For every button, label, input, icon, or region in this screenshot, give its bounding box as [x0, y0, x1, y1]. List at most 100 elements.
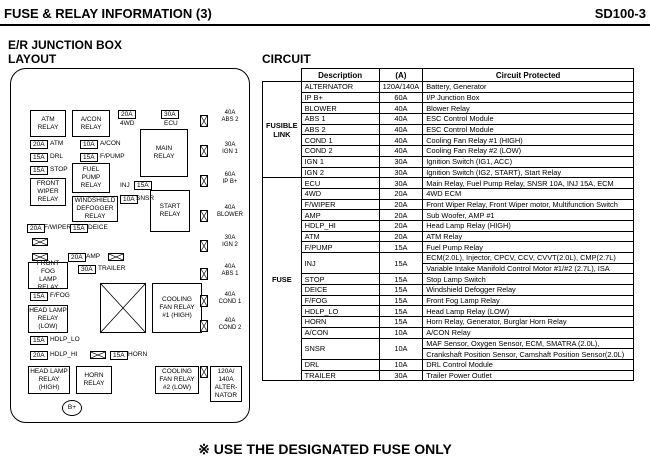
row-description: F/FOG: [300, 294, 380, 307]
row-description: F/PUMP: [300, 241, 380, 253]
row-circuit: ESC Control Module: [422, 113, 634, 125]
row-circuit: A/CON Relay: [422, 326, 634, 339]
header-description: Description: [300, 68, 380, 82]
spare-link-6: [200, 268, 208, 280]
unused-relay-slot: [100, 283, 146, 333]
fuse-snsr: 10A: [120, 195, 138, 204]
row-circuit: Front Wiper Relay, Front Wiper motor, Mu…: [422, 198, 634, 211]
row-amps: 10A: [378, 326, 424, 339]
row-circuit: Head Lamp Relay (HIGH): [422, 219, 634, 232]
row-description: COND 2: [300, 145, 380, 157]
link-ipb: 60A IP B+: [222, 172, 238, 185]
battery-terminal: B+: [62, 400, 82, 416]
windshield-defogger-relay: WINDSHIELD DEFOGGER RELAY: [72, 196, 118, 222]
spare-link-5: [200, 240, 208, 252]
row-amps: 15A: [378, 316, 424, 328]
row-amps: 15A: [378, 241, 424, 253]
label-stop: STOP: [50, 166, 68, 173]
row-description: ABS 1: [300, 113, 380, 125]
fuse-inj: 15A: [134, 181, 152, 190]
row-description: STOP: [300, 273, 380, 286]
page-title: FUSE & RELAY INFORMATION (3): [4, 6, 212, 21]
spare-link-8: [200, 320, 208, 332]
head-lamp-relay-high: HEAD LAMP RELAY (HIGH): [28, 366, 70, 394]
fuse-trailer: 30A: [78, 265, 96, 274]
row-amps: 30A: [378, 177, 424, 189]
row-amps: 40A: [378, 134, 424, 147]
row-amps: 15A: [378, 251, 424, 275]
fuse-deice: 15A: [70, 224, 88, 233]
label-fwiper: F/WIPER: [44, 224, 72, 231]
layout-title: LAYOUT: [8, 52, 57, 66]
table-header-row: Description (A) Circuit Protected: [262, 68, 634, 82]
row-amps: 30A: [378, 166, 424, 179]
label-ffog: F/FOG: [50, 292, 70, 299]
link-ign2: 30A IGN 2: [222, 235, 238, 248]
row-circuit: Cooling Fan Relay #1 (HIGH): [422, 134, 634, 147]
row-description: HDLP_HI: [300, 219, 380, 232]
label-atm: ATM: [50, 140, 64, 147]
row-circuit: Main Relay, Fuel Pump Relay, SNSR 10A, I…: [422, 177, 634, 189]
fuse-stop: 15A: [30, 166, 48, 175]
table-row: Crankshaft Position Sensor, Camshaft Pos…: [263, 348, 634, 360]
row-amps: 15A: [378, 273, 424, 286]
row-amps: 15A: [378, 284, 424, 296]
header-circuit: Circuit Protected: [422, 68, 634, 82]
row-circuit-cont: Variable Intake Manifold Control Motor #…: [422, 262, 634, 275]
table-row: Variable Intake Manifold Control Motor #…: [263, 262, 634, 275]
row-circuit: ESC Control Module: [422, 123, 634, 136]
spare-link-7: [200, 295, 208, 307]
label-inj: INJ: [120, 182, 130, 189]
row-amps: 120A/140A: [378, 81, 424, 93]
fuse-hdlphi: 20A: [30, 351, 48, 360]
section-fusible-link: FUSIBLE LINK: [262, 80, 302, 179]
row-circuit: Battery, Generator: [422, 81, 634, 93]
row-description: 4WD: [300, 187, 380, 200]
atm-relay: ATM RELAY: [30, 110, 66, 137]
label-amp: AMP: [86, 253, 101, 260]
horn-relay: HORN RELAY: [76, 366, 112, 394]
row-circuit: Stop Lamp Switch: [422, 273, 634, 286]
label-deice: DEICE: [88, 224, 108, 231]
label-ecu: ECU: [164, 120, 178, 127]
row-description: ABS 2: [300, 123, 380, 136]
row-description: ATM: [300, 230, 380, 243]
row-amps: 20A: [378, 219, 424, 232]
label-hdlphi: HDLP_HI: [50, 351, 78, 358]
fuel-pump-relay: FUEL PUMP RELAY: [72, 163, 110, 193]
link-abs2: 40A ABS 2: [221, 110, 239, 123]
junction-box-outline: [10, 68, 250, 423]
row-amps: 40A: [378, 145, 424, 157]
row-description: BLOWER: [300, 102, 380, 115]
fuse-acon: 10A: [80, 140, 98, 149]
circuit-table: Description (A) Circuit Protected FUSIBL…: [262, 68, 634, 382]
row-description: F/WIPER: [300, 198, 380, 211]
fuse-horn: 15A: [110, 351, 128, 360]
row-description: DEICE: [300, 284, 380, 296]
row-circuit: 4WD ECM: [422, 187, 634, 200]
link-blower: 40A BLOWER: [216, 205, 243, 218]
row-description: IGN 1: [300, 155, 380, 168]
header-amps: (A): [378, 68, 424, 82]
footer-note: ※ USE THE DESIGNATED FUSE ONLY: [198, 441, 452, 457]
row-amps: 40A: [378, 123, 424, 136]
row-circuit: Head Lamp Relay (LOW): [422, 305, 634, 318]
spare-link-3: [200, 175, 208, 187]
